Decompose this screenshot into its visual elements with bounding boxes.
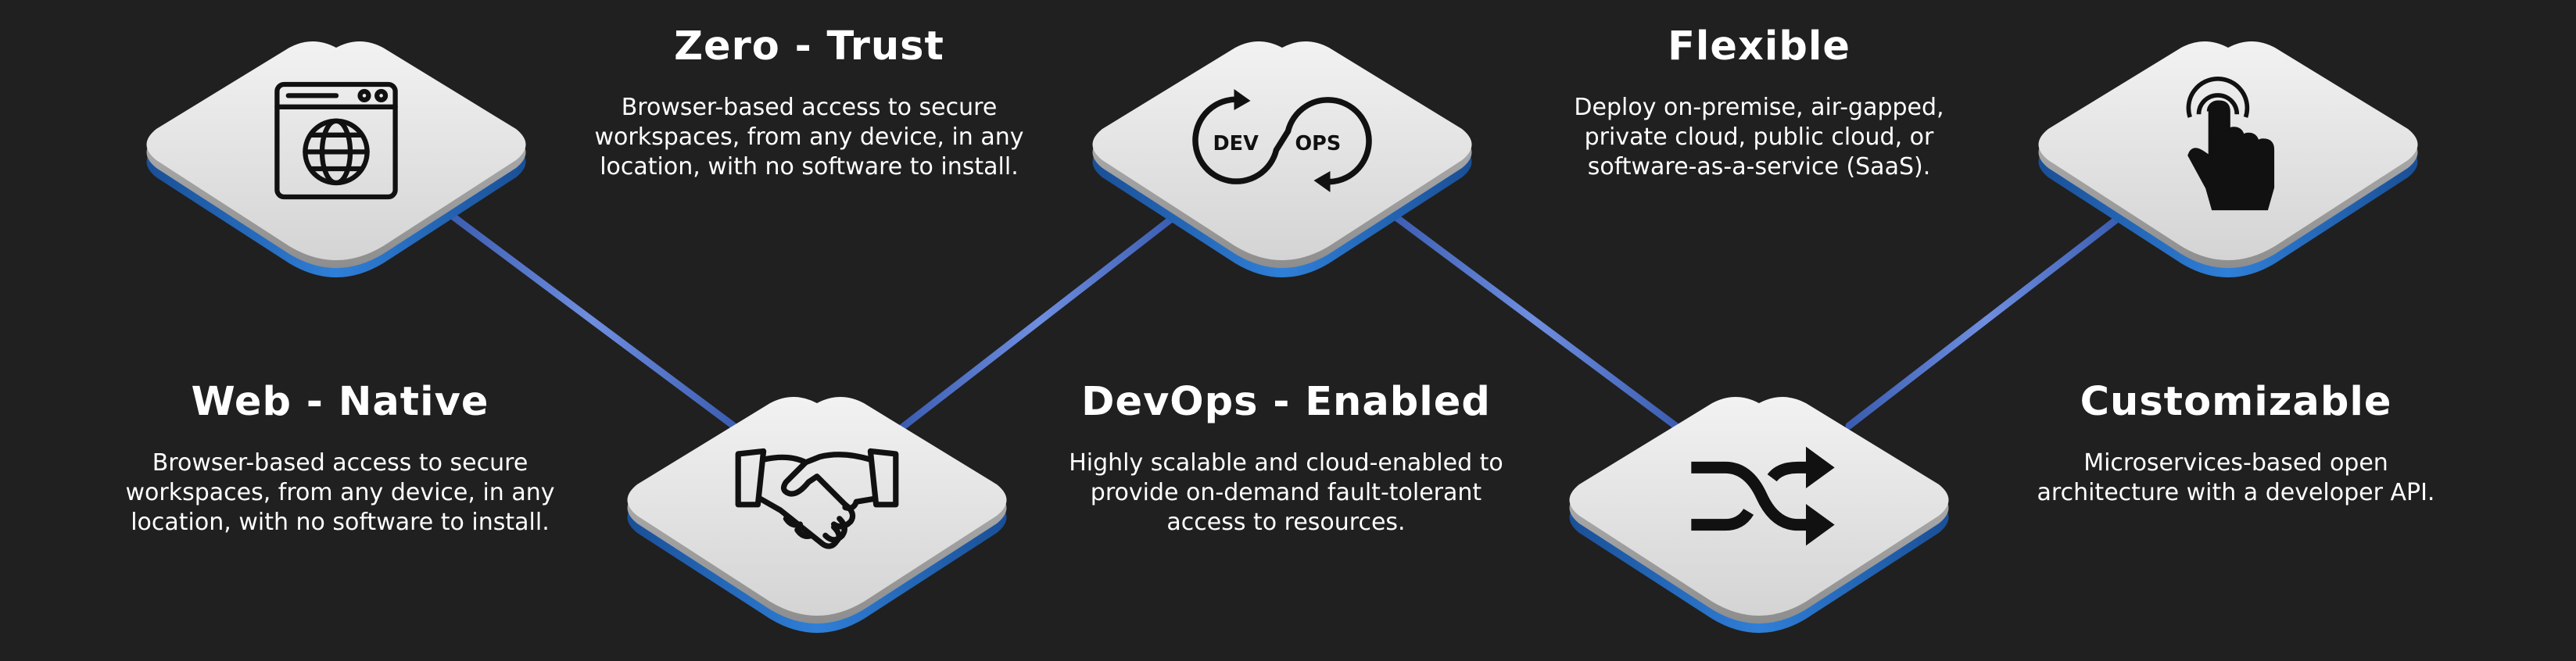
tile-shape: [627, 397, 1007, 633]
tile-web-native: [125, 12, 547, 285]
shuffle-icon: [1681, 430, 1837, 563]
feature-description: Highly scalable and cloud-enabled to pro…: [1069, 449, 1503, 536]
feature-flexible: Flexible Deploy on-premise, air-gapped, …: [1540, 23, 1978, 182]
connector-line: [1384, 207, 1685, 434]
browser-globe-icon: [266, 70, 407, 211]
feature-description: Microservices-based open architecture wi…: [2037, 449, 2435, 506]
feature-devops-enabled: DevOps - Enabled Highly scalable and clo…: [1067, 379, 1505, 538]
feature-description: Deploy on-premise, air-gapped, private c…: [1574, 94, 1944, 180]
tile-customizable: [2017, 12, 2439, 285]
feature-description: Browser-based access to secure workspace…: [125, 449, 555, 536]
connector-line: [895, 211, 1181, 434]
tile-devops: DEV OPS: [1071, 12, 1493, 285]
feature-title: Flexible: [1668, 23, 1850, 70]
tile-shape: [1569, 397, 1949, 633]
handshake-icon: [731, 426, 903, 566]
feature-title: Web - Native: [191, 379, 489, 425]
devops-ops-label: OPS: [1295, 132, 1342, 155]
feature-customizable: Customizable Microservices-based open ar…: [2017, 379, 2455, 508]
feature-title: Zero - Trust: [674, 23, 944, 70]
devops-icon: DEV OPS: [1192, 82, 1372, 199]
feature-description: Browser-based access to secure workspace…: [594, 94, 1024, 180]
devops-dev-label: DEV: [1213, 132, 1259, 155]
connector-line: [1845, 211, 2126, 430]
feature-web-native: Web - Native Browser-based access to sec…: [121, 379, 559, 538]
tile-flexible: [1548, 367, 1970, 641]
tile-zero-trust: [606, 367, 1028, 641]
connector-line: [442, 207, 743, 434]
touch-tap-icon: [2169, 66, 2287, 215]
tile-shape: [1092, 41, 1472, 277]
feature-title: DevOps - Enabled: [1081, 379, 1491, 425]
feature-title: Customizable: [2080, 379, 2392, 425]
feature-zero-trust: Zero - Trust Browser-based access to sec…: [590, 23, 1028, 182]
